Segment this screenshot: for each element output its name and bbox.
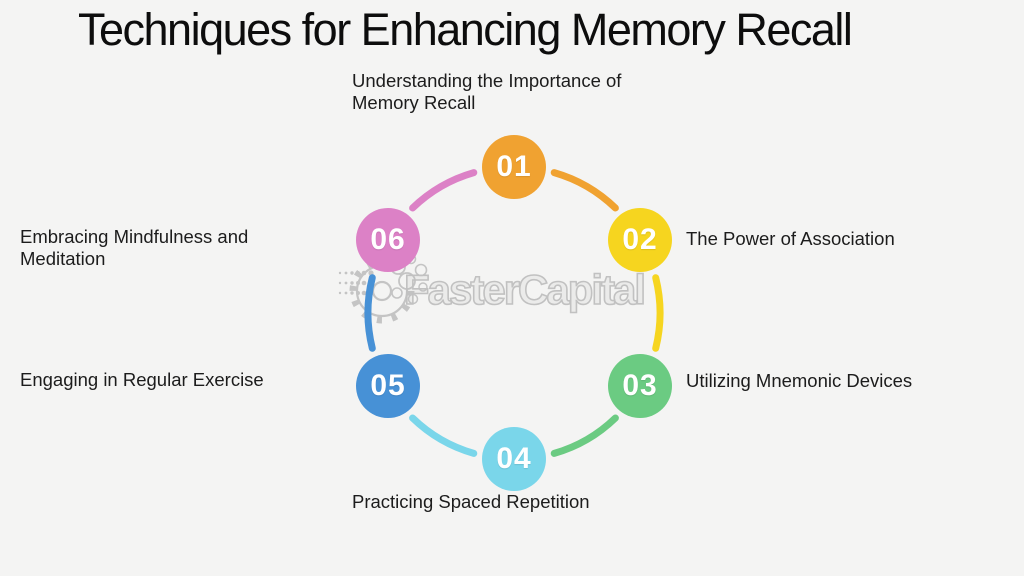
node-06-number: 06: [370, 223, 406, 256]
node-06: 06: [356, 208, 420, 272]
node-05: 05: [356, 354, 420, 418]
arc-01-02: [550, 169, 619, 212]
arc-04-05: [409, 414, 478, 457]
node-04: 04: [482, 427, 546, 491]
page-title: Techniques for Enhancing Memory Recall: [78, 4, 853, 55]
arc-02-03: [652, 274, 664, 352]
label-node-04: Practicing Spaced Repetition: [352, 491, 590, 512]
label-node-05: Engaging in Regular Exercise: [20, 369, 264, 390]
node-04-number: 04: [496, 442, 532, 475]
node-03: 03: [608, 354, 672, 418]
node-02-number: 02: [622, 223, 658, 256]
label-node-06: Embracing Mindfulness and Meditation: [20, 226, 249, 269]
arc-06-01: [409, 169, 478, 212]
node-01-number: 01: [496, 150, 532, 183]
node-02: 02: [608, 208, 672, 272]
watermark-text: FasterCapital: [403, 265, 647, 314]
label-node-03: Utilizing Mnemonic Devices: [686, 370, 913, 391]
label-node-02: The Power of Association: [686, 228, 895, 249]
label-node-01: Understanding the Importance of Memory R…: [352, 70, 622, 113]
node-01: 01: [482, 135, 546, 199]
arc-05-06: [364, 274, 376, 352]
arc-03-04: [550, 414, 619, 457]
node-03-number: 03: [622, 369, 658, 402]
node-05-number: 05: [370, 369, 406, 402]
